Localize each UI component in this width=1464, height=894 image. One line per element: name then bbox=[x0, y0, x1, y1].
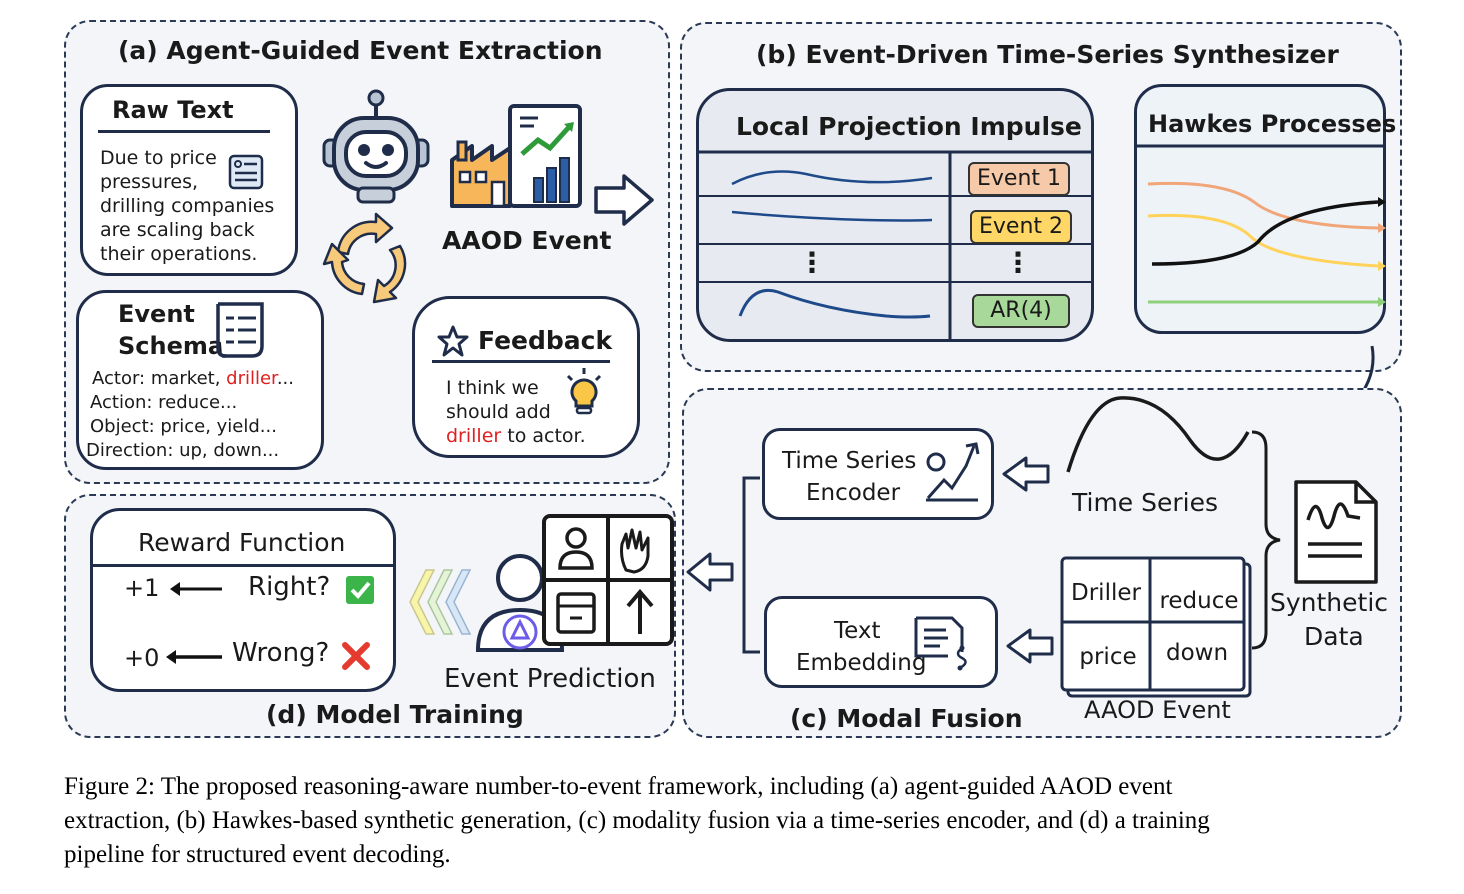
feedback-box bbox=[412, 296, 640, 458]
encoder-bracket bbox=[742, 476, 760, 654]
event-schema-title-1: Event bbox=[118, 300, 195, 328]
raw-text-title: Raw Text bbox=[112, 96, 234, 124]
panel-a-title: (a) Agent-Guided Event Extraction bbox=[118, 36, 603, 65]
arrow-left-to-training bbox=[686, 552, 734, 592]
cross-icon bbox=[342, 642, 370, 670]
lightbulb-icon bbox=[566, 368, 602, 415]
aaod-event-label: AAOD Event bbox=[442, 226, 612, 255]
prediction-grid bbox=[542, 514, 674, 646]
curly-brace bbox=[1251, 430, 1281, 650]
feedback-highlight: driller bbox=[446, 425, 502, 447]
arrow-right-icon bbox=[594, 174, 654, 226]
feedback-line-3: driller to actor. bbox=[446, 425, 586, 447]
lpi-grid bbox=[696, 150, 1094, 342]
reward-right-label: Right? bbox=[248, 572, 331, 602]
caption-line-2: extraction, (b) Hawkes-based synthetic g… bbox=[64, 807, 1210, 834]
feedback-title: Feedback bbox=[478, 326, 613, 355]
dots-right: ⋮ bbox=[1004, 246, 1032, 279]
encoder-chart-icon bbox=[926, 442, 980, 502]
raw-text-line-2: pressures, bbox=[100, 171, 199, 193]
arrow-left-plus-one bbox=[170, 582, 222, 596]
aaod-cell-price: price bbox=[1079, 644, 1137, 670]
aaod-cell-reduce: reduce bbox=[1159, 588, 1239, 614]
event-prediction-label: Event Prediction bbox=[444, 664, 656, 694]
factory-chart-icon bbox=[450, 104, 582, 208]
panel-b-title: (b) Event-Driven Time-Series Synthesizer bbox=[756, 40, 1339, 69]
feedback-line-2: should add bbox=[446, 401, 551, 423]
aaod-cell-down: down bbox=[1165, 640, 1229, 666]
ts-encoder-line-1: Time Series bbox=[782, 448, 917, 474]
figure-caption: Figure 2: The proposed reasoning-aware n… bbox=[64, 770, 1404, 872]
hawkes-box bbox=[1134, 84, 1386, 334]
document-icon bbox=[228, 154, 264, 190]
caption-line-1: Figure 2: The proposed reasoning-aware n… bbox=[64, 773, 1173, 800]
synthetic-data-line-2: Data bbox=[1304, 622, 1364, 651]
lpi-title: Local Projection Impulse bbox=[736, 112, 1082, 141]
ar4-label: AR(4) bbox=[972, 294, 1070, 328]
aaod-grid-label: AAOD Event bbox=[1084, 696, 1231, 724]
time-series-wave bbox=[1066, 396, 1250, 473]
event-2-label: Event 2 bbox=[970, 210, 1072, 244]
text-embedding-box bbox=[764, 596, 998, 688]
synthetic-data-icon bbox=[1294, 480, 1378, 584]
aaod-cell-driller: Driller bbox=[1071, 580, 1141, 606]
aaod-grid-shadow bbox=[1060, 556, 1252, 698]
panel-d-title: (d) Model Training bbox=[266, 700, 524, 729]
feedback-line-1: I think we bbox=[446, 377, 539, 399]
hawkes-title: Hawkes Processes bbox=[1148, 110, 1397, 138]
cycle-arrows-icon bbox=[322, 212, 407, 304]
synthetic-data-line-1: Synthetic bbox=[1270, 588, 1389, 617]
raw-text-line-1: Due to price bbox=[100, 147, 217, 169]
schema-list-icon bbox=[216, 302, 264, 358]
raw-text-line-4: are scaling back bbox=[100, 219, 255, 241]
raw-text-underline bbox=[98, 130, 270, 133]
schema-actor: Actor: market, driller... bbox=[92, 368, 294, 389]
reward-divider bbox=[93, 564, 393, 567]
text-doc-icon bbox=[914, 616, 967, 671]
reward-plus-zero: +0 bbox=[124, 644, 160, 672]
arrow-left-to-text-embedding bbox=[1006, 628, 1054, 664]
reward-function-box bbox=[90, 508, 396, 692]
hawkes-lines bbox=[1134, 144, 1386, 307]
feedback-underline bbox=[432, 360, 610, 363]
schema-actor-highlight: driller bbox=[226, 368, 277, 389]
ts-encoder-line-2: Encoder bbox=[806, 480, 901, 506]
reward-wrong-label: Wrong? bbox=[232, 638, 330, 668]
raw-text-line-3: drilling companies bbox=[100, 195, 275, 217]
time-series-encoder-box bbox=[762, 428, 994, 520]
panel-c-title: (c) Modal Fusion bbox=[790, 704, 1023, 733]
raw-text-line-5: their operations. bbox=[100, 243, 258, 265]
caption-line-3: pipeline for structured event decoding. bbox=[64, 841, 451, 868]
arrow-left-plus-zero bbox=[166, 650, 222, 664]
time-series-label: Time Series bbox=[1072, 488, 1219, 517]
dots-left: ⋮ bbox=[798, 246, 826, 279]
event-schema-box bbox=[76, 290, 324, 470]
schema-object: Object: price, yield... bbox=[90, 416, 277, 437]
star-icon bbox=[437, 325, 469, 357]
event-schema-title-2: Schema bbox=[118, 332, 225, 360]
text-embedding-line-2: Embedding bbox=[796, 650, 927, 676]
check-icon bbox=[346, 576, 374, 604]
event-1-label: Event 1 bbox=[968, 162, 1070, 196]
robot-icon bbox=[322, 89, 430, 204]
schema-action: Action: reduce... bbox=[90, 392, 238, 413]
reward-function-title: Reward Function bbox=[138, 528, 346, 557]
chevrons-left-icon bbox=[409, 569, 472, 635]
reward-plus-one: +1 bbox=[124, 574, 160, 602]
arrow-left-to-ts-encoder bbox=[1002, 456, 1050, 492]
schema-direction: Direction: up, down... bbox=[86, 440, 280, 461]
text-embedding-line-1: Text bbox=[834, 618, 881, 644]
